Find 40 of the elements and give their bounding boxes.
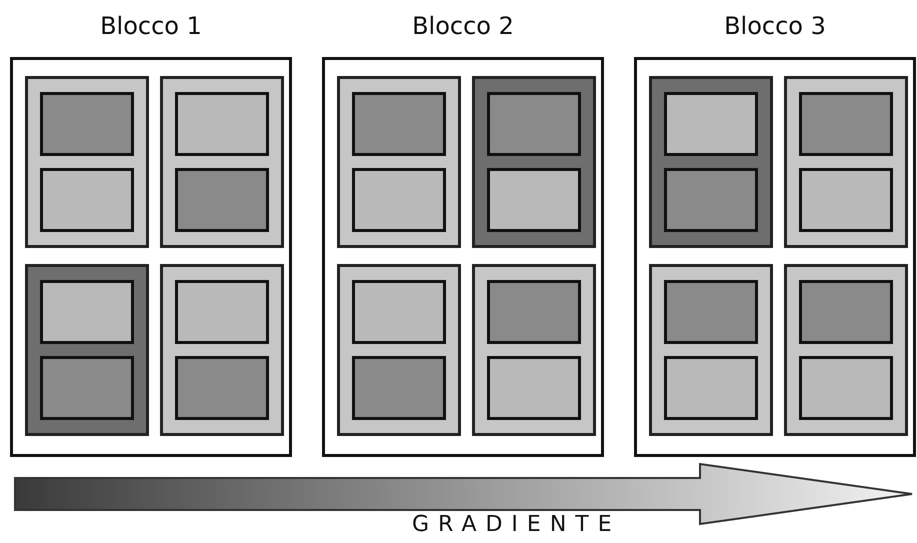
plot-box [649,76,773,248]
subplot-box [175,280,269,344]
subplot-box [40,356,134,420]
plot-box [25,264,149,436]
subplot-box [40,92,134,156]
plot-box [472,264,596,436]
subplot-box [40,280,134,344]
plot-box [25,76,149,248]
block-title: Blocco 1 [99,12,203,40]
subplot-box [799,92,893,156]
subplot-box [799,280,893,344]
plot-box [784,76,908,248]
subplot-box [40,168,134,232]
subplot-box [352,168,446,232]
plot-box [472,76,596,248]
subplot-box [352,280,446,344]
plot-box [160,264,284,436]
subplot-box [487,280,581,344]
plot-box [160,76,284,248]
plot-box [784,264,908,436]
plot-box [337,264,461,436]
subplot-box [175,92,269,156]
subplot-box [487,356,581,420]
subplot-box [175,356,269,420]
subplot-box [664,280,758,344]
plot-box [337,76,461,248]
subplot-box [664,356,758,420]
subplot-box [175,168,269,232]
subplot-box [799,356,893,420]
subplot-box [487,92,581,156]
subplot-box [352,356,446,420]
block-title: Blocco 3 [723,12,827,40]
axis-label: GRADIENTE [412,512,621,537]
subplot-box [664,92,758,156]
subplot-box [487,168,581,232]
block-title: Blocco 2 [411,12,515,40]
plot-box [649,264,773,436]
subplot-box [799,168,893,232]
subplot-box [352,92,446,156]
subplot-box [664,168,758,232]
